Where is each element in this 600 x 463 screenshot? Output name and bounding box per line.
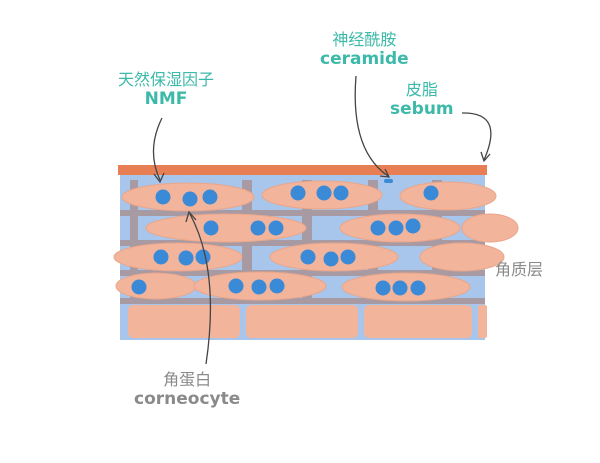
corneocyte-arrow (189, 213, 212, 365)
stratum-corneum-label: 角质层 (495, 260, 543, 279)
nmf-dot (410, 280, 426, 296)
nmf-dot (375, 280, 391, 296)
corneocyte-cell (461, 213, 519, 243)
nmf-dot (323, 251, 339, 267)
ceramide-marker (384, 179, 393, 183)
nmf-dot (290, 185, 306, 201)
nmf-dot (405, 218, 421, 234)
nmf-label-en: NMF (144, 89, 188, 110)
nmf-dot (392, 280, 408, 296)
ceramide-arrow (354, 75, 389, 177)
nmf-dot (388, 220, 404, 236)
nmf-dot (370, 220, 386, 236)
lipid-bridge (120, 210, 485, 216)
bottom-cell (246, 305, 358, 338)
nmf-dot (182, 191, 198, 207)
corneocyte-cell (113, 242, 243, 272)
nmf-dot (340, 249, 356, 265)
corneocyte-label: 角蛋白 corneocyte (134, 370, 240, 410)
nmf-dot (131, 279, 147, 295)
sebum-label-en: sebum (390, 99, 454, 120)
callout-arrows (152, 75, 492, 365)
nmf-dot (269, 278, 285, 294)
corneocyte-label-en: corneocyte (134, 389, 241, 410)
corneocyte-label-zh: 角蛋白 (163, 370, 212, 389)
nmf-dot (333, 185, 349, 201)
nmf-dot (195, 249, 211, 265)
nmf-dot (251, 279, 267, 295)
ceramide-label-en: ceramide (320, 49, 409, 70)
nmf-dot (250, 220, 266, 236)
ceramide-arrow-head (379, 168, 391, 178)
bottom-cell (128, 305, 240, 338)
sebum-arrow (461, 112, 492, 161)
nmf-dot (153, 249, 169, 265)
nmf-dot (423, 185, 439, 201)
nmf-arrow-head (153, 172, 165, 184)
nmf-dot (300, 249, 316, 265)
lipid-bridge (120, 270, 485, 276)
corneocyte-cell (115, 272, 197, 300)
nmf-dot (178, 250, 194, 266)
lipid-bridge (120, 240, 485, 246)
sebum-label-zh: 皮脂 (405, 80, 438, 99)
sebum-layer (118, 165, 487, 175)
sebum-label: 皮脂 sebum (390, 80, 454, 120)
nmf-dot (268, 220, 284, 236)
nmf-label-zh: 天然保湿因子 (118, 70, 215, 89)
nmf-arrow (152, 117, 163, 181)
corneocyte-cells (113, 180, 519, 302)
nmf-dots (131, 185, 439, 296)
ceramide-label-zh: 神经酰胺 (332, 30, 397, 49)
ceramide-label: 神经酰胺 ceramide (320, 30, 409, 70)
stratum-corneum-label-zh: 角质层 (495, 260, 544, 279)
nmf-dot (155, 189, 171, 205)
bottom-cell (364, 305, 472, 338)
corneocyte-arrow-head (185, 210, 197, 223)
lipid-bridge (120, 298, 485, 304)
bottom-cells (128, 305, 487, 338)
nmf-dot (316, 185, 332, 201)
nmf-dot (228, 278, 244, 294)
nmf-dot (202, 189, 218, 205)
nmf-label: 天然保湿因子 NMF (118, 70, 214, 110)
corneocyte-cell (399, 181, 497, 211)
corneocyte-cell (419, 242, 505, 272)
nmf-dot (203, 220, 219, 236)
bottom-cell (478, 305, 487, 338)
sebum-arrow-head (480, 151, 491, 163)
